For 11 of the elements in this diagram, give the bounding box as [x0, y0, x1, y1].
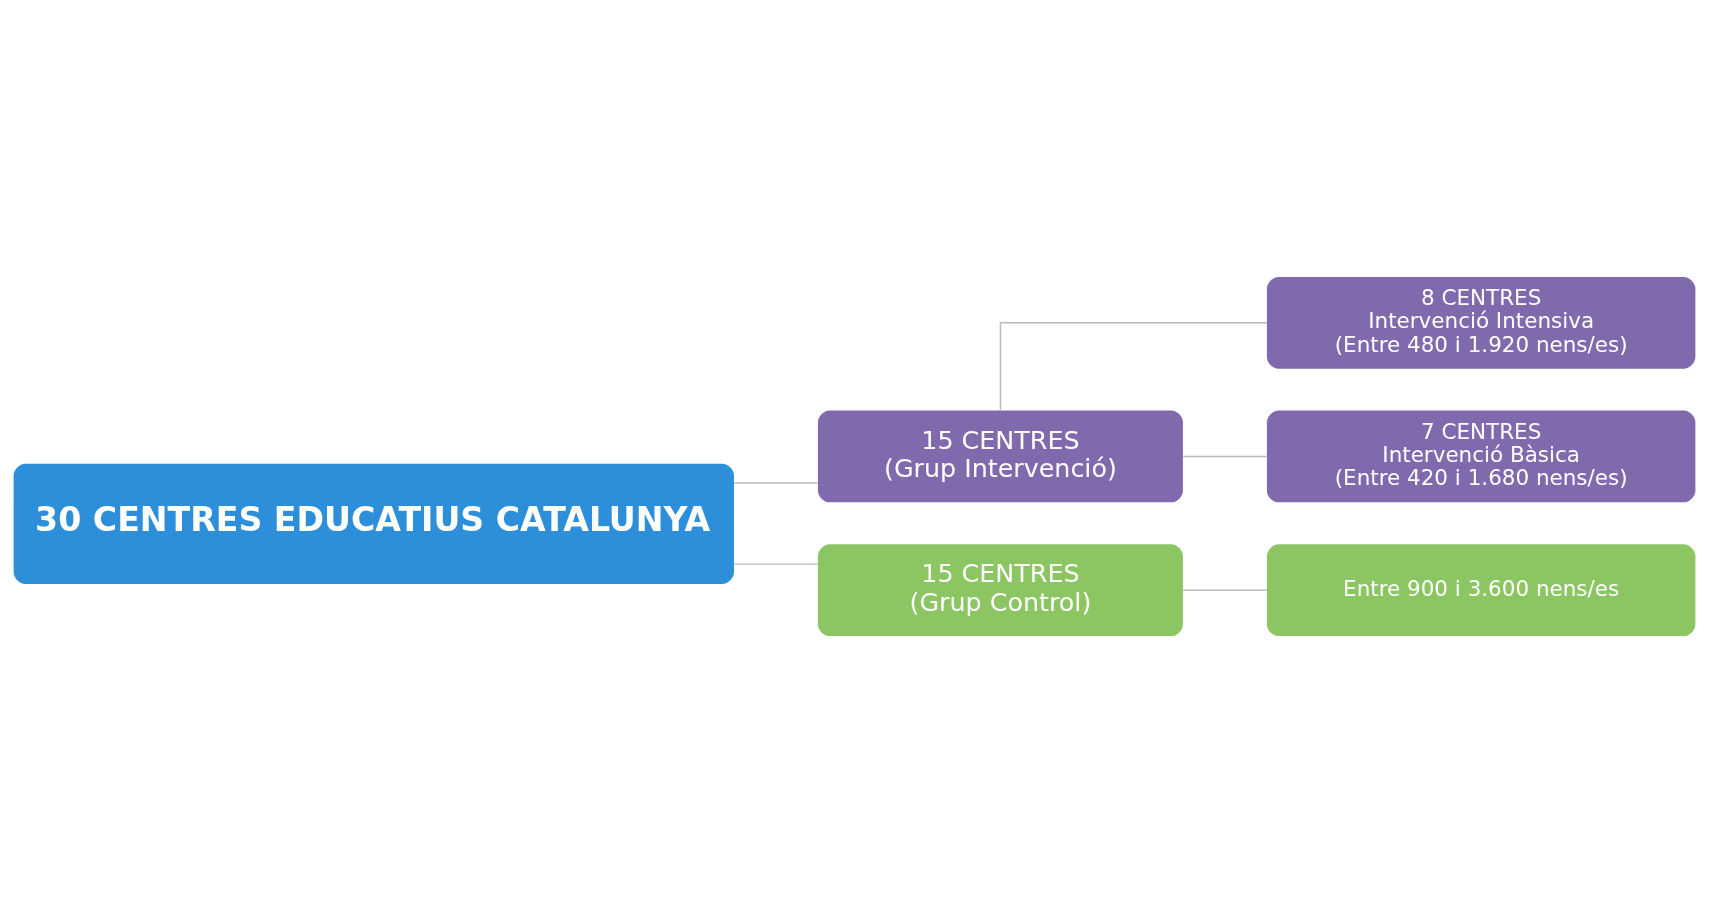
node-box: Entre 900 i 3.600 nens/es	[1266, 543, 1696, 636]
connector	[999, 321, 1268, 411]
connector	[1182, 455, 1268, 457]
node-box: 15 CENTRES (Grup Intervenció)	[817, 410, 1183, 502]
node-box: 8 CENTRES Intervenció Intensiva (Entre 480 i 1.920 nens/es)	[1266, 276, 1696, 369]
node-box: 7 CENTRES Intervenció Bàsica (Entre 420 i 1.680 nens/es)	[1266, 410, 1696, 502]
connector	[1182, 589, 1268, 591]
connector	[733, 481, 819, 484]
node-box: 15 CENTRES (Grup Control)	[817, 543, 1183, 636]
connector	[733, 562, 819, 565]
node-box: 30 CENTRES EDUCATIUS CATALUNYA	[13, 463, 734, 584]
